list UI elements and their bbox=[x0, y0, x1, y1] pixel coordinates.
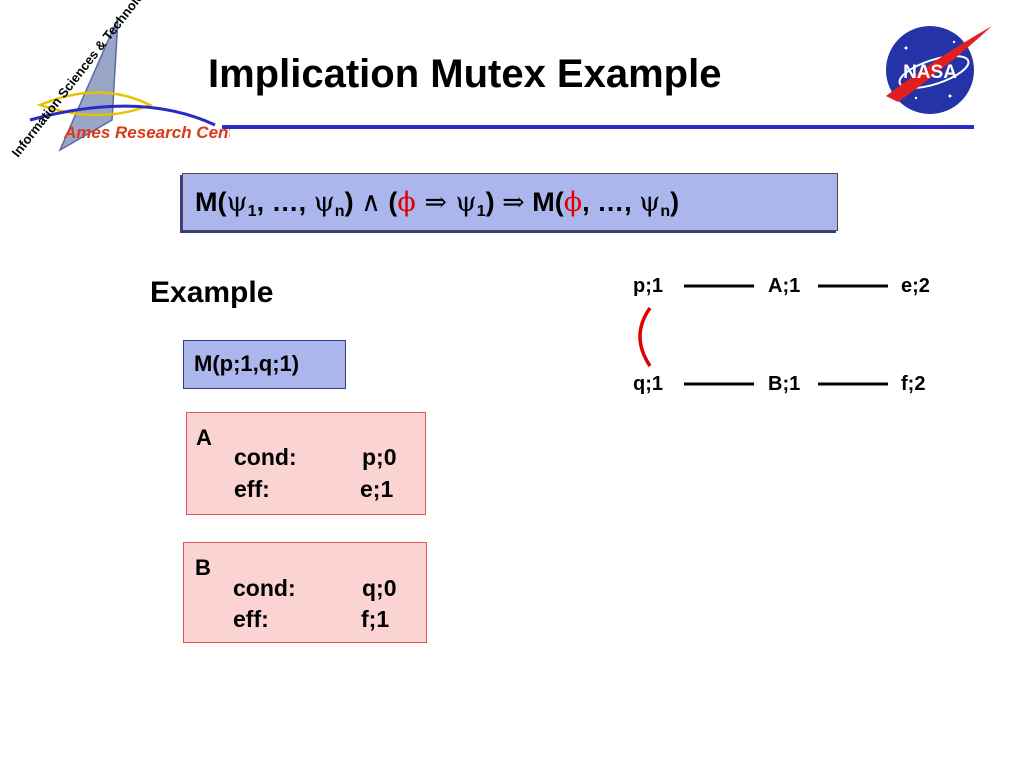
formula-subscript: 1 bbox=[247, 203, 257, 220]
nasa-logo: NASA bbox=[886, 26, 992, 114]
ames-logo: Information Sciences & Technology Ames R… bbox=[9, 0, 230, 160]
planning-graph bbox=[638, 284, 888, 386]
logo-orbit-ring bbox=[36, 91, 154, 117]
formula-implies: ⇒ bbox=[415, 187, 456, 218]
action-a-box: A cond: p;0 eff: e;1 bbox=[186, 412, 426, 515]
formula-part: , …, bbox=[582, 187, 640, 217]
graph-node: q;1 bbox=[633, 373, 663, 395]
action-b-cond-value: q;0 bbox=[362, 575, 397, 601]
graph-node: e;2 bbox=[901, 275, 930, 297]
mutex-arc bbox=[638, 306, 652, 367]
mutex-box-text: M(p;1,q;1) bbox=[194, 351, 300, 376]
action-a-cond-label: cond: bbox=[234, 444, 297, 470]
formula-part: ) bbox=[485, 187, 503, 217]
formula-text: M(ψ1, …, ψn) ∧ (ϕ ⇒ ψ1) ⇒ M(ϕ, …, ψn) bbox=[195, 187, 679, 221]
formula-subscript: n bbox=[660, 203, 671, 220]
formula-part: ) bbox=[670, 187, 680, 217]
formula-and: ∧ bbox=[361, 187, 381, 218]
formula-part: , …, bbox=[256, 187, 314, 217]
formula-psi: ψ bbox=[313, 187, 335, 218]
action-b-cond-label: cond: bbox=[233, 575, 296, 601]
nasa-logo-vector bbox=[886, 26, 992, 102]
formula-psi: ψ bbox=[455, 187, 477, 218]
nasa-logo-text: NASA bbox=[903, 62, 957, 83]
formula-psi: ψ bbox=[226, 187, 248, 218]
action-b-eff-value: f;1 bbox=[361, 606, 390, 632]
formula-box: M(ψ1, …, ψn) ∧ (ϕ ⇒ ψ1) ⇒ M(ϕ, …, ψn) bbox=[182, 173, 838, 231]
formula-part: M( bbox=[195, 187, 227, 217]
graph-node: f;2 bbox=[901, 373, 926, 395]
title-rule bbox=[222, 125, 974, 129]
graph-node: A;1 bbox=[768, 275, 801, 297]
slide-title: Implication Mutex Example bbox=[208, 52, 722, 96]
formula-part: ( bbox=[380, 187, 398, 217]
formula-phi: ϕ bbox=[397, 187, 416, 218]
formula-part: ) bbox=[344, 187, 362, 217]
example-heading: Example bbox=[150, 276, 274, 309]
logo-rocket-shape bbox=[58, 17, 119, 152]
action-a-label: A bbox=[196, 425, 212, 450]
logo-swoosh bbox=[29, 104, 216, 127]
formula-part: M( bbox=[524, 187, 564, 217]
graph-node: p;1 bbox=[633, 275, 663, 297]
formula-implies: ⇒ bbox=[502, 187, 525, 218]
action-b-eff-label: eff: bbox=[233, 606, 269, 632]
action-b-label: B bbox=[195, 555, 211, 580]
formula-subscript: 1 bbox=[476, 203, 486, 220]
action-a-eff-label: eff: bbox=[234, 476, 270, 502]
formula-psi: ψ bbox=[639, 187, 661, 218]
action-a-eff-value: e;1 bbox=[360, 476, 394, 502]
mutex-box: M(p;1,q;1) bbox=[183, 340, 346, 389]
action-b-box: B cond: q;0 eff: f;1 bbox=[183, 542, 427, 643]
formula-subscript: n bbox=[334, 203, 345, 220]
graph-node: B;1 bbox=[768, 373, 801, 395]
logo-center-text: Ames Research Center bbox=[63, 123, 230, 142]
action-a-cond-value: p;0 bbox=[362, 444, 397, 470]
formula-phi: ϕ bbox=[563, 187, 583, 218]
